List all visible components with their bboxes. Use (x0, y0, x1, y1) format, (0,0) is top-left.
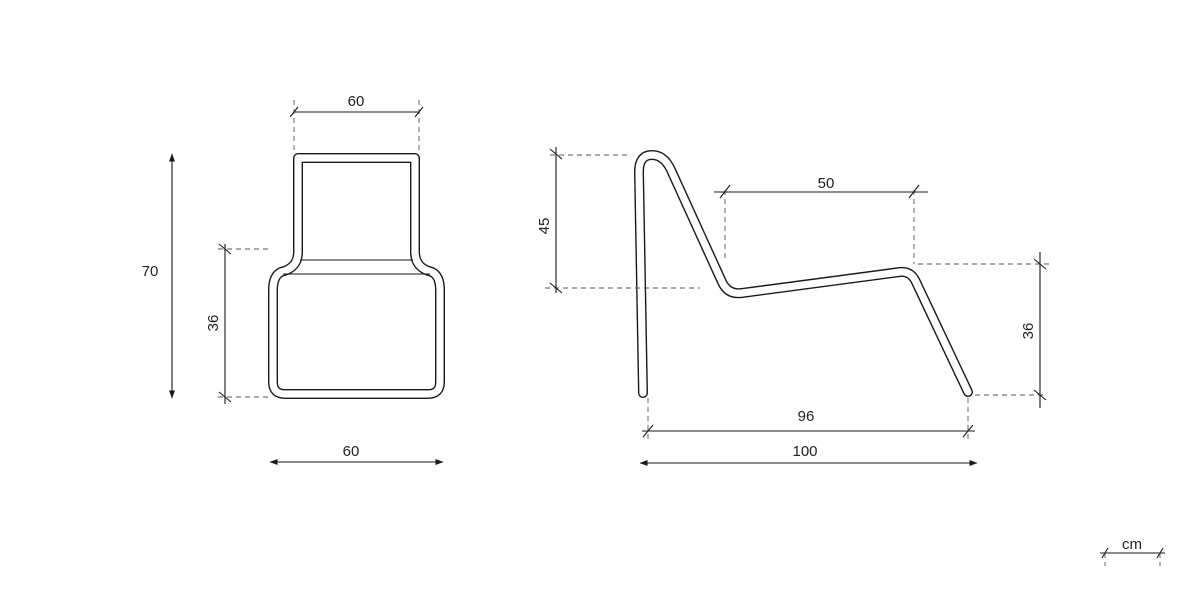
side-base-length-label: 96 (798, 408, 815, 425)
front-overall-height-dimension: 70 (142, 153, 175, 399)
side-backrest-height-dimension: 45 (536, 147, 700, 294)
front-overall-height-label: 70 (142, 263, 159, 280)
front-top-width-dimension: 60 (289, 93, 424, 152)
front-seat-height-dimension: 36 (205, 243, 272, 404)
side-base-length-dimension: 96 (642, 398, 975, 440)
side-view: 45 50 36 96 (536, 147, 1050, 466)
front-bottom-width-dimension: 60 (269, 443, 444, 465)
front-bottom-width-label: 60 (343, 443, 360, 460)
side-overall-length-dimension: 100 (639, 443, 978, 466)
front-top-width-label: 60 (348, 93, 365, 110)
scale-unit-label: cm (1122, 536, 1142, 553)
side-seat-height-label: 36 (1020, 323, 1037, 340)
side-seat-depth-label: 50 (818, 175, 835, 192)
front-view: 60 70 36 60 (142, 93, 445, 465)
side-backrest-height-label: 45 (536, 218, 553, 235)
side-overall-length-label: 100 (792, 443, 817, 460)
front-seat-height-label: 36 (205, 315, 222, 332)
side-seat-depth-dimension: 50 (714, 175, 928, 264)
side-view-frame (634, 150, 973, 398)
side-seat-height-dimension: 36 (918, 252, 1050, 408)
front-view-frame (268, 153, 445, 399)
scale-unit-legend: cm (1100, 536, 1165, 566)
